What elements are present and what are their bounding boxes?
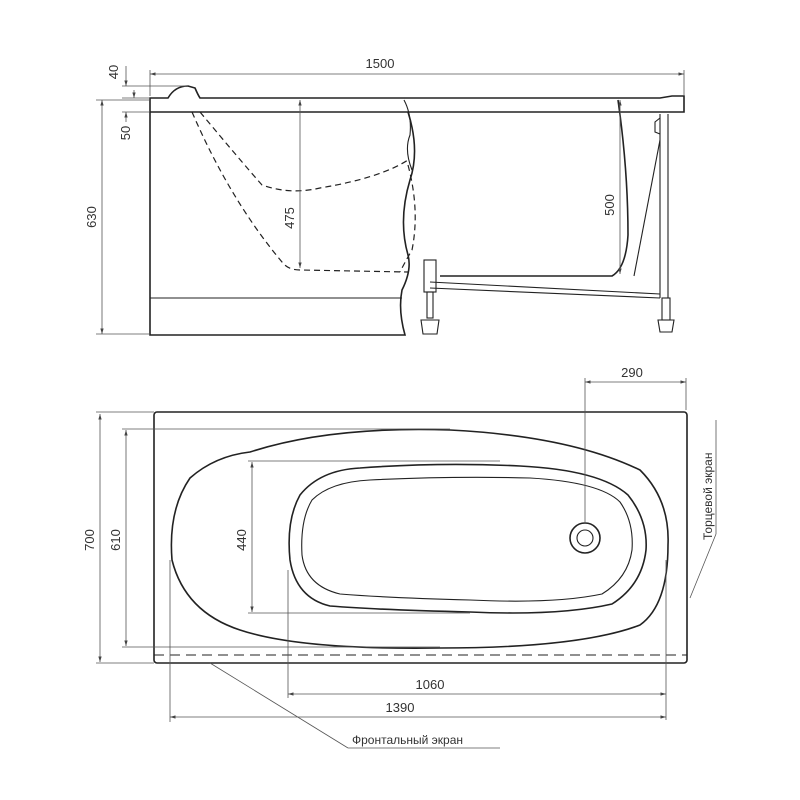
bowl-profile-dashed [199,111,409,192]
label-end-panel: Торцевой экран [701,453,715,540]
dim-width-610: 610 [108,529,123,551]
front-panel-side [149,111,416,336]
dim-drain-290: 290 [621,365,643,380]
dim-depth-475: 475 [282,207,297,229]
top-view: 700 610 440 290 1060 1390 Торцевой экран… [82,365,717,749]
dim-width-700: 700 [82,529,97,551]
dim-depth-500: 500 [602,194,617,216]
dim-width-440: 440 [234,529,249,551]
label-front-panel: Фронтальный экран [352,733,463,747]
dim-length-1500: 1500 [366,56,395,71]
side-view: 1500 630 40 50 475 500 [84,56,685,336]
dim-height-630: 630 [84,206,99,228]
dim-length-1390: 1390 [386,700,415,715]
tub-outline-top [153,411,688,664]
drain-icon [569,522,601,554]
dim-rim-50: 50 [118,126,133,140]
outer-bowl-rim [170,428,669,649]
bowl-profile [440,99,629,277]
dim-rim-40: 40 [106,65,121,79]
tub-rim [149,85,685,113]
inner-bowl [288,463,647,614]
dim-length-1060: 1060 [416,677,445,692]
